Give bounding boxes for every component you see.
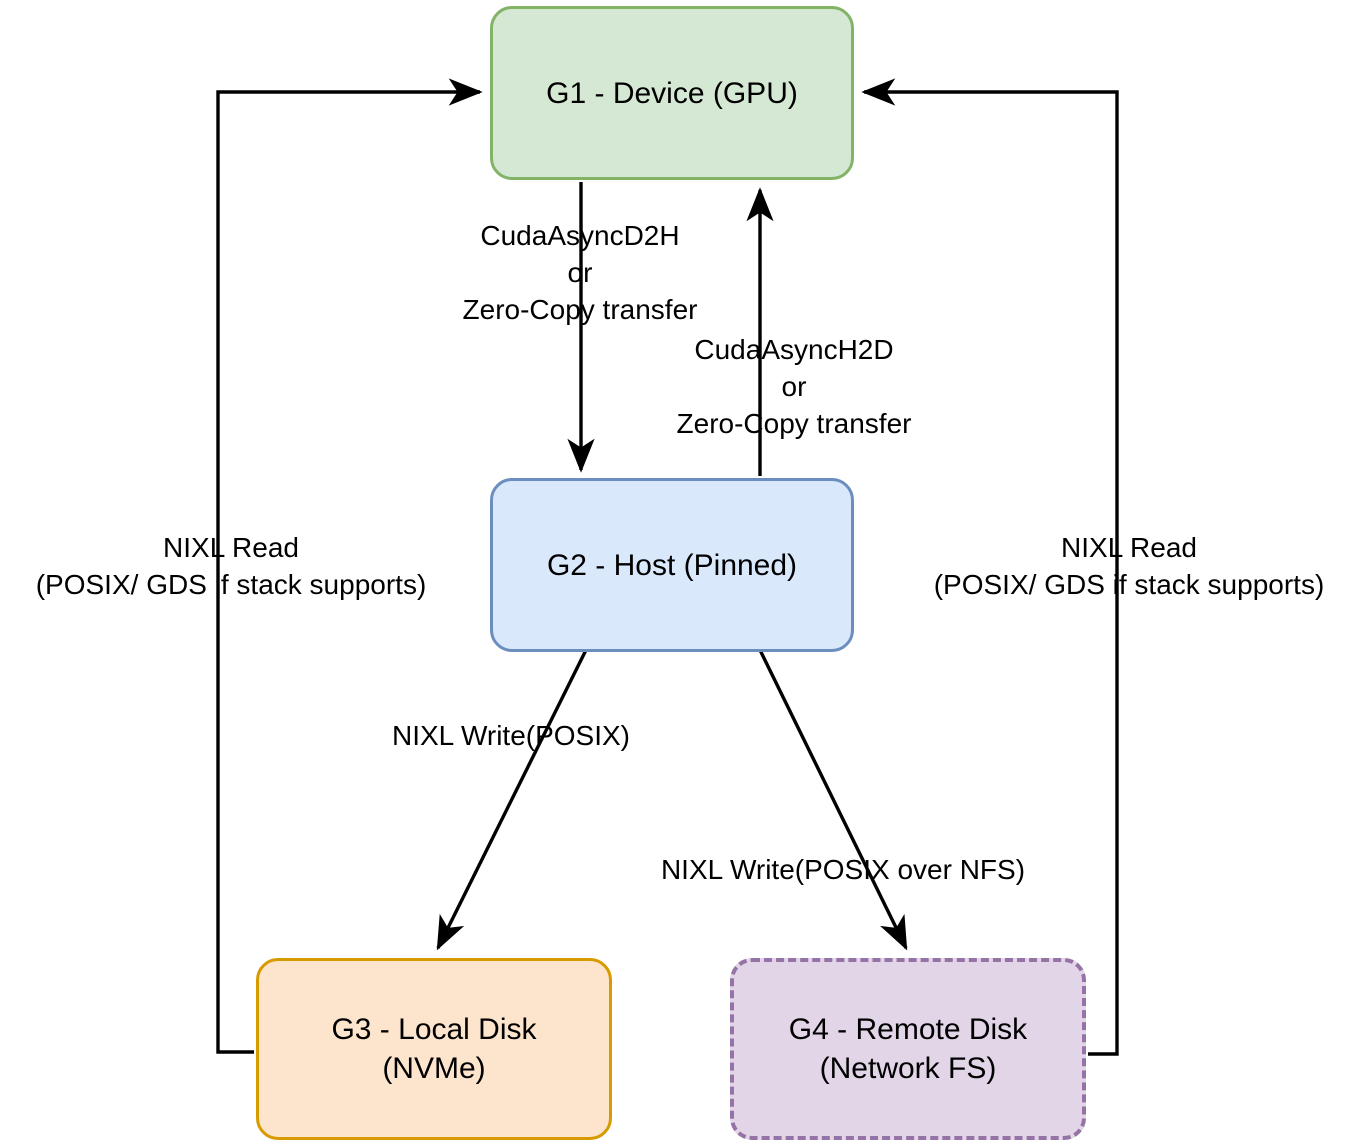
node-g3-local-disk-nvme[interactable]: G3 - Local Disk (NVMe) [256, 958, 612, 1140]
node-g1-device-gpu[interactable]: G1 - Device (GPU) [490, 6, 854, 180]
node-g4-remote-disk-network-fs[interactable]: G4 - Remote Disk (Network FS) [730, 958, 1086, 1140]
node-g2-label: G2 - Host (Pinned) [546, 548, 798, 582]
edge-g2-to-g4 [758, 649, 908, 951]
node-g4-label: G4 - Remote Disk (Network FS) [788, 1013, 1028, 1085]
edge-g3-to-g1 [216, 78, 483, 1054]
node-g2-host-pinned[interactable]: G2 - Host (Pinned) [490, 478, 854, 652]
edge-label-nixl-write-posix-over-nfs: NIXL Write(POSIX over NFS) [660, 854, 1026, 885]
edge-label-cuda-async-d2h: CudaAsyncD2H or Zero-Copy transfer [462, 220, 698, 325]
node-g3-label: G3 - Local Disk (NVMe) [331, 1013, 537, 1085]
edge-g2-to-g3 [436, 649, 588, 951]
edge-g4-to-g1 [861, 78, 1119, 1056]
edge-label-nixl-read-left: NIXL Read (POSIX/ GDS if stack supports) [35, 532, 427, 600]
edge-label-nixl-read-right: NIXL Read (POSIX/ GDS if stack supports) [933, 532, 1325, 600]
node-g1-label: G1 - Device (GPU) [546, 76, 798, 110]
edge-label-nixl-write-posix: NIXL Write(POSIX) [391, 720, 631, 751]
edge-label-cuda-async-h2d: CudaAsyncH2D or Zero-Copy transfer [676, 334, 912, 439]
